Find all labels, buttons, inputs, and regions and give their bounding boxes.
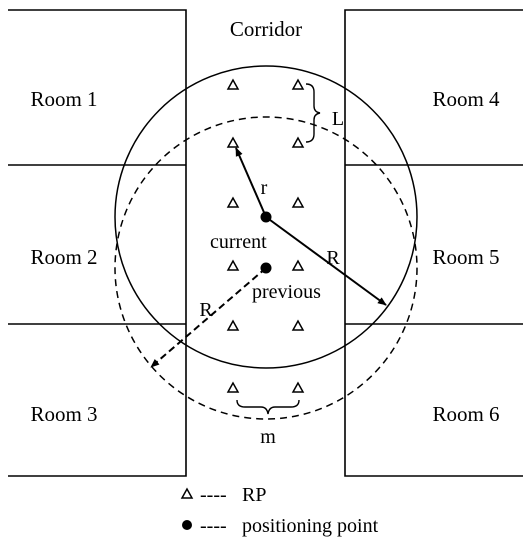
r-arrow <box>235 147 267 218</box>
previous-label: previous <box>252 281 321 303</box>
R-previous-arrow <box>150 267 267 368</box>
current-range-circle <box>114 65 418 369</box>
rp-marker <box>291 381 305 393</box>
current-label: current <box>210 231 267 253</box>
legend-positioning-dot <box>182 520 192 530</box>
room-3-label: Room 3 <box>30 402 97 426</box>
room-5-label: Room 5 <box>432 245 499 269</box>
room-6-label: Room 6 <box>432 402 499 426</box>
walls <box>8 9 523 477</box>
rp-marker <box>226 381 240 393</box>
rp-marker <box>291 259 305 271</box>
R-current-label: R <box>326 247 340 269</box>
reference-points <box>226 78 305 393</box>
rp-marker <box>226 319 240 331</box>
r-label: r <box>261 177 268 199</box>
m-bracket <box>236 399 300 415</box>
rp-marker <box>291 78 305 90</box>
rp-marker <box>226 196 240 208</box>
previous-range-circle <box>114 116 418 420</box>
room-1-label: Room 1 <box>30 87 97 111</box>
legend-rp-icon <box>180 487 194 499</box>
legend: ---- RP ---- positioning point <box>180 484 379 537</box>
legend-rp-dashes: ---- <box>200 484 227 506</box>
rp-marker <box>291 319 305 331</box>
legend-positioning-label: positioning point <box>242 515 379 537</box>
L-label: L <box>332 108 344 130</box>
left-wing-wall <box>8 9 187 477</box>
rp-marker <box>226 136 240 148</box>
L-bracket <box>305 83 321 143</box>
right-wing-wall <box>344 9 523 477</box>
corridor-label: Corridor <box>230 17 302 41</box>
rp-marker <box>291 136 305 148</box>
rp-marker <box>226 259 240 271</box>
legend-rp-label: RP <box>242 484 266 506</box>
R-current-arrow <box>265 216 387 306</box>
legend-positioning-dashes: ---- <box>200 515 227 537</box>
room-2-label: Room 2 <box>30 245 97 269</box>
rp-marker <box>226 78 240 90</box>
rp-marker <box>291 196 305 208</box>
m-label: m <box>260 426 276 448</box>
room-4-label: Room 4 <box>432 87 500 111</box>
R-previous-label: R <box>199 299 213 321</box>
